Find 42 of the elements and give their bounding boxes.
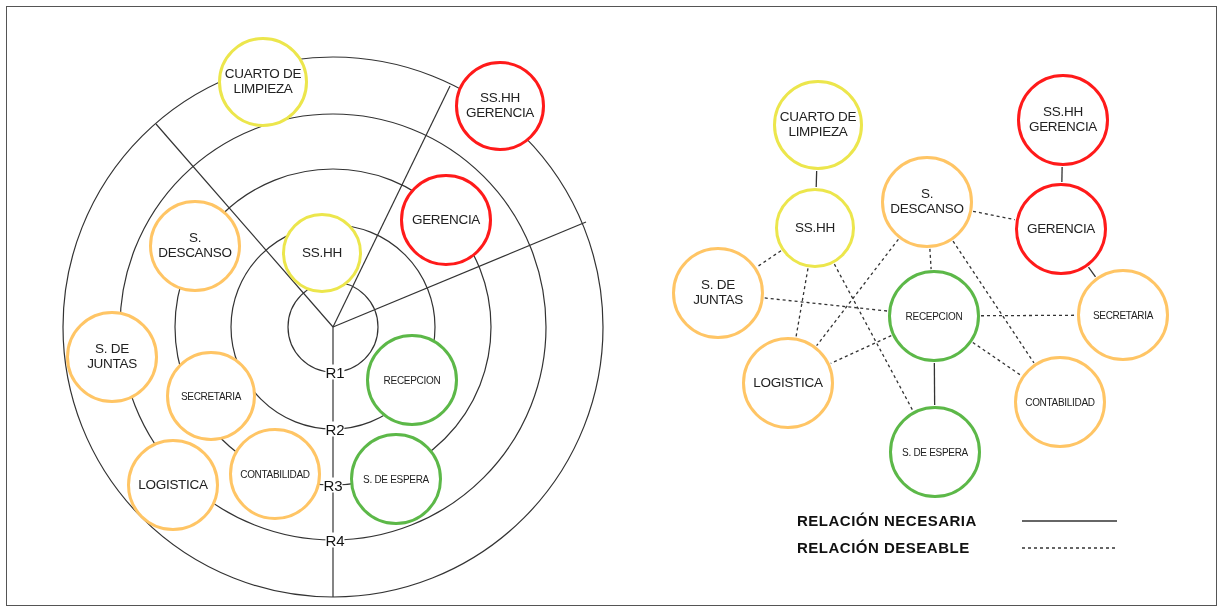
dashed-connector: [952, 240, 1035, 364]
connector-line: [1087, 266, 1097, 278]
room-circle: SS.HH GERENCIA: [455, 61, 545, 151]
room-circle: CUARTO DE LIMPIEZA: [773, 80, 863, 170]
room-circle: SS.HH: [775, 188, 855, 268]
ring-label: R2: [325, 421, 345, 437]
dashed-connector: [833, 263, 914, 412]
dashed-connector: [972, 341, 1022, 377]
legend-label: RELACIÓN DESEABLE: [797, 539, 970, 556]
connector-line: [933, 362, 936, 406]
connector-line: [1061, 166, 1063, 183]
dashed-connector: [816, 238, 899, 347]
room-circle: SECRETARIA: [1077, 269, 1169, 361]
room-circle: S. DE ESPERA: [350, 433, 442, 525]
room-circle: SS.HH: [282, 213, 362, 293]
room-circle: SS.HH GERENCIA: [1017, 74, 1109, 166]
ring-label: R3: [323, 477, 343, 493]
room-circle: GERENCIA: [1015, 183, 1107, 275]
dashed-connector: [980, 314, 1077, 317]
room-circle: LOGISTICA: [742, 337, 834, 429]
room-circle: CONTABILIDAD: [229, 428, 321, 520]
room-circle: S. DESCANSO: [149, 200, 241, 292]
dashed-connector: [929, 248, 932, 270]
room-circle: S. DE ESPERA: [889, 406, 981, 498]
room-circle: CUARTO DE LIMPIEZA: [218, 37, 308, 127]
room-circle: LOGISTICA: [127, 439, 219, 531]
dashed-connector: [795, 267, 809, 338]
room-circle: S. DE JUNTAS: [672, 247, 764, 339]
dashed-connector: [764, 297, 888, 312]
ring-label: R1: [325, 364, 345, 380]
room-circle: SECRETARIA: [166, 351, 256, 441]
room-circle: S. DESCANSO: [881, 156, 973, 248]
room-circle: GERENCIA: [400, 174, 492, 266]
room-circle: RECEPCION: [366, 334, 458, 426]
dashed-connector: [756, 250, 782, 268]
room-circle: RECEPCION: [888, 270, 980, 362]
legend-label: RELACIÓN NECESARIA: [797, 512, 977, 529]
ring-label: R4: [325, 532, 345, 548]
room-circle: S. DE JUNTAS: [66, 311, 158, 403]
dashed-connector: [972, 210, 1016, 221]
room-circle: CONTABILIDAD: [1014, 356, 1106, 448]
connector-line: [815, 170, 818, 188]
